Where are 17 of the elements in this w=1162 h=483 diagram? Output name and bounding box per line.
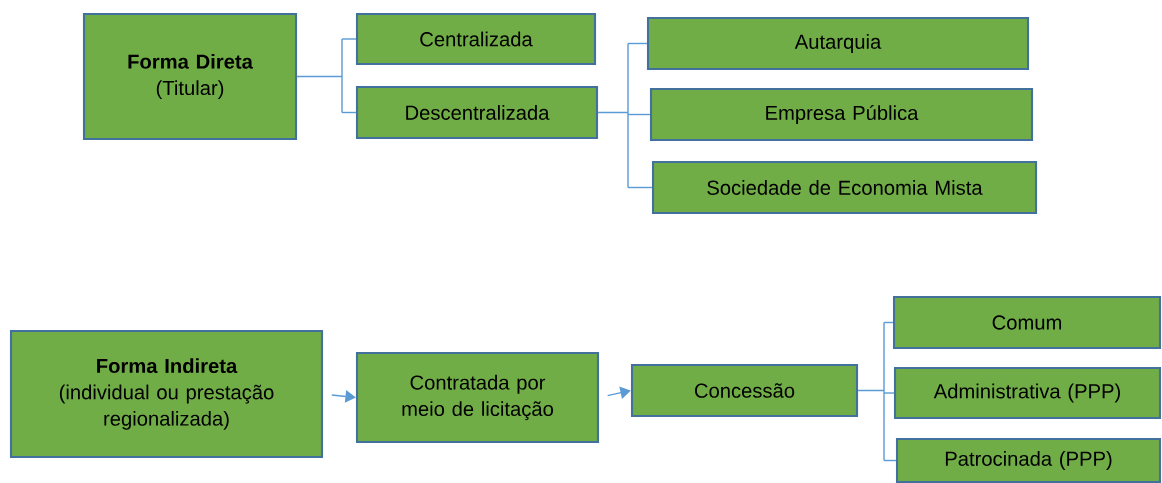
category-box: Comum [892,295,1162,350]
category-box: Contratada por meio de licitação [355,351,600,444]
brace-connector [296,38,357,114]
heading-box: Forma Direta (Titular) [82,12,298,141]
arrow [606,386,631,399]
arrow [331,390,356,403]
category-box: Sociedade de Economia Mista [651,160,1038,215]
category-box: Administrativa (PPP) [893,366,1162,420]
category-box: Patrocinada (PPP) [895,437,1162,483]
category-box: Centralizada [355,12,597,66]
heading-box: Forma Indireta (individual ou prestação regionalizada) [9,329,324,459]
brace-connector [597,42,653,189]
category-box: Concessão [630,363,859,418]
category-box: Autarquia [646,16,1030,71]
brace-connector [857,321,897,462]
category-box: Empresa Pública [649,87,1034,142]
category-box: Descentralizada [355,85,599,140]
